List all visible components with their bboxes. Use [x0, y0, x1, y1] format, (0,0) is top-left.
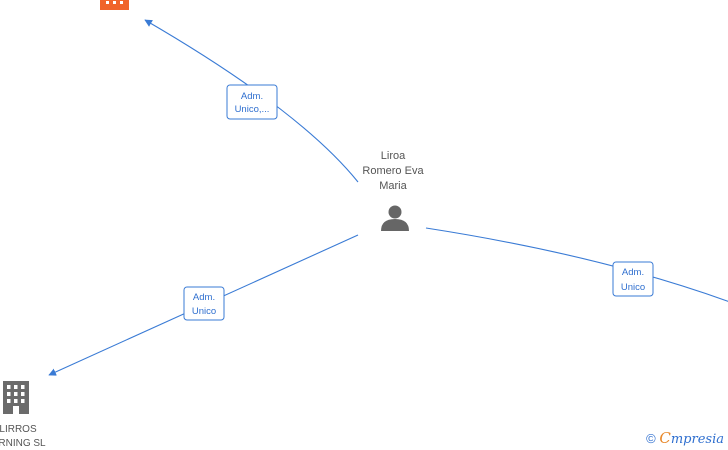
company-node-bottom-left[interactable]: LIRROS RNING SL: [0, 381, 46, 449]
edge-label-line: Unico,...: [235, 104, 270, 115]
edge-label-line: Adm.: [622, 267, 644, 278]
person-name-line: Romero Eva: [362, 165, 424, 177]
building-icon: [3, 381, 29, 414]
edge-line-right: [425, 227, 728, 302]
company-node-top-left[interactable]: [100, 0, 129, 10]
building-icon: [100, 0, 129, 10]
edge-label-top-left[interactable]: Adm. Unico,...: [226, 84, 278, 120]
company-label-line: LIRROS: [0, 424, 37, 435]
person-node[interactable]: Liroa Romero Eva Maria: [362, 150, 424, 231]
person-name-line: Maria: [379, 180, 407, 192]
person-icon: [381, 205, 409, 231]
brand-logo-initial: C: [659, 429, 671, 447]
edge-label-line: Unico: [192, 306, 216, 317]
edge-label-line: Adm.: [241, 91, 263, 102]
edge-label-right[interactable]: Adm. Unico: [612, 261, 654, 297]
edge-label-bottom-left[interactable]: Adm. Unico: [183, 286, 225, 321]
edge-label-line: Unico: [621, 282, 645, 293]
brand-watermark: © Cmpresia: [646, 429, 724, 447]
edge-label-line: Adm.: [193, 292, 215, 303]
brand-logo-rest: mpresia: [670, 432, 724, 447]
person-name-line: Liroa: [381, 150, 406, 162]
copyright-symbol: ©: [646, 431, 656, 446]
company-label-line: RNING SL: [0, 438, 46, 449]
